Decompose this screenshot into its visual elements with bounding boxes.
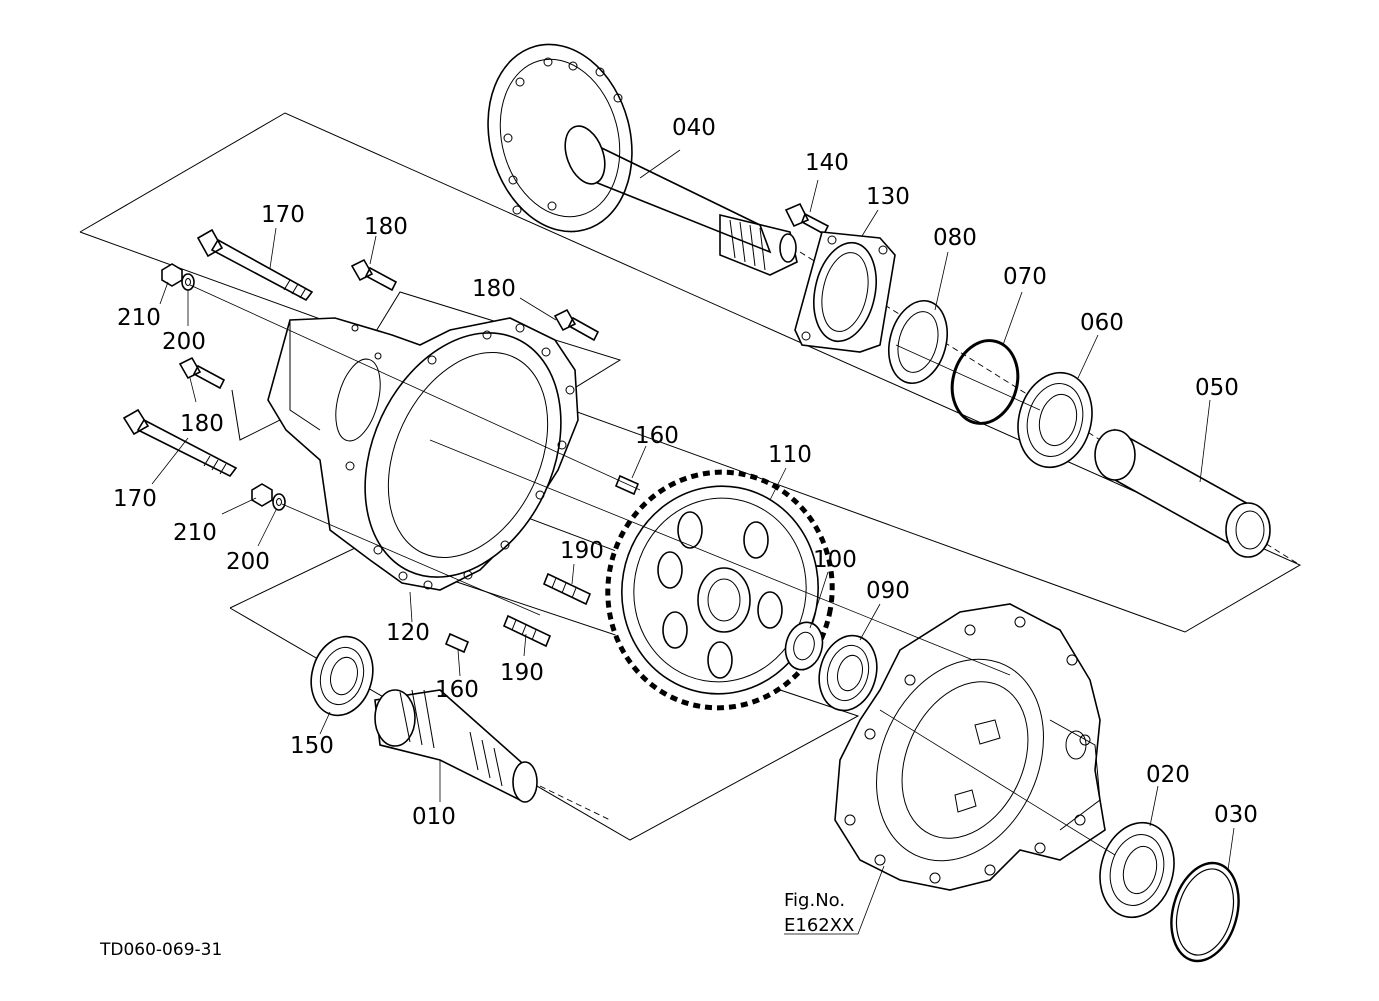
- part-170-long-bolt-lower: [122, 408, 238, 478]
- label-130: 130: [866, 184, 910, 210]
- part-210-nut-upper: [161, 263, 183, 287]
- figure-reference: Fig.No. E162XX: [784, 890, 854, 936]
- part-090-bearing: [818, 634, 878, 712]
- label-180-b: 180: [472, 276, 516, 302]
- label-200-upper: 200: [162, 329, 206, 355]
- part-130-retainer-plate: [794, 231, 896, 353]
- label-180-c: 180: [180, 411, 224, 437]
- label-030: 030: [1214, 802, 1258, 828]
- part-200-washer-lower: [272, 493, 286, 511]
- part-060-bearing: [1017, 371, 1093, 469]
- final-case-housing: [834, 603, 1106, 891]
- label-140: 140: [805, 150, 849, 176]
- label-120: 120: [386, 620, 430, 646]
- label-190-lower: 190: [500, 660, 544, 686]
- group-outline-upper: [79, 112, 1302, 633]
- part-020-bearing: [1099, 821, 1175, 919]
- part-150-bearing: [310, 635, 374, 717]
- leader-lines: [151, 149, 1235, 935]
- label-050: 050: [1195, 375, 1239, 401]
- label-060: 060: [1080, 310, 1124, 336]
- label-180-a: 180: [364, 214, 408, 240]
- part-180-bolt-c: [178, 356, 226, 390]
- part-210-nut-lower: [251, 483, 273, 507]
- part-050-spacer-tube: [1094, 428, 1271, 558]
- part-180-bolt-b: [553, 308, 600, 342]
- drawing-code: TD060-069-31: [99, 940, 222, 960]
- part-160-pin-upper: [614, 474, 640, 496]
- label-090: 090: [866, 578, 910, 604]
- part-number-labels: 040 140 130 080 070 060 050 170 180 180 …: [113, 115, 1258, 830]
- part-140-bolt: [784, 202, 830, 236]
- label-200-lower: 200: [226, 549, 270, 575]
- part-120-housing-case: [267, 317, 579, 591]
- label-150: 150: [290, 733, 334, 759]
- label-160-upper: 160: [635, 423, 679, 449]
- label-170-upper: 170: [261, 202, 305, 228]
- part-200-washer-upper: [181, 273, 195, 291]
- label-100: 100: [813, 547, 857, 573]
- figure-ref-line1: Fig.No.: [784, 890, 845, 911]
- part-190-stud-upper: [542, 572, 592, 606]
- label-110: 110: [768, 442, 812, 468]
- label-160-lower: 160: [435, 677, 479, 703]
- label-040: 040: [672, 115, 716, 141]
- part-010-pinion-shaft: [374, 689, 611, 821]
- label-080: 080: [933, 225, 977, 251]
- part-160-pin-lower: [444, 632, 470, 654]
- part-070-o-ring: [950, 339, 1020, 425]
- part-110-gear: [605, 469, 835, 711]
- part-040-axle-shaft: [487, 43, 1301, 566]
- part-180-bolt-a: [350, 258, 398, 292]
- part-080-oil-seal: [888, 299, 948, 385]
- part-100-collar: [784, 621, 824, 671]
- label-020: 020: [1146, 762, 1190, 788]
- label-070: 070: [1003, 264, 1047, 290]
- label-190-upper: 190: [560, 538, 604, 564]
- label-210-lower: 210: [173, 520, 217, 546]
- part-190-stud-lower: [502, 614, 552, 648]
- part-170-long-bolt-upper: [196, 228, 314, 302]
- assembly-axis-lines: [189, 284, 1116, 856]
- part-030-snap-ring: [1170, 861, 1240, 963]
- label-010: 010: [412, 804, 456, 830]
- figure-ref-line2: E162XX: [784, 915, 854, 936]
- label-210-upper: 210: [117, 305, 161, 331]
- label-170-lower: 170: [113, 486, 157, 512]
